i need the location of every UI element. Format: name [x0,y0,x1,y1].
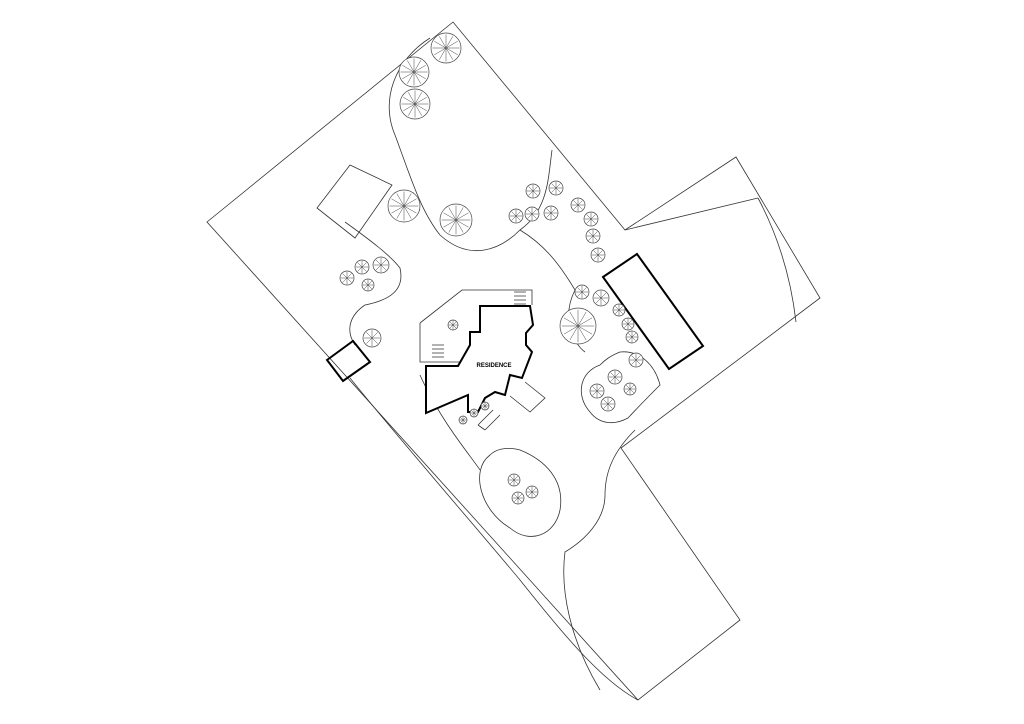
tree-icon [439,203,473,237]
tree-icon [430,32,462,64]
terrace [509,381,546,413]
tree-icon [607,369,623,385]
tree-icon [592,289,610,307]
shed [325,339,372,383]
tree-icon [339,270,355,286]
terrace [477,409,501,431]
tree-icon [589,383,605,399]
tree-icon [628,352,644,368]
steps [432,344,444,358]
tree-icon [625,330,639,344]
tree-icon [621,317,635,331]
tree-icon [623,382,637,396]
tree-icon [480,401,490,411]
tree-icon [508,208,524,224]
tree-icon [447,319,459,331]
tree-icon [469,408,479,418]
tree-icon [361,278,375,292]
tree-icon [585,228,601,244]
outbuilding [316,164,393,239]
parcel-line [624,197,759,231]
residence-label: RESIDENCE [476,363,511,369]
residence-footprint [425,305,535,415]
tree-icon [525,485,539,499]
tree-icon [372,256,390,274]
tree-group [339,32,644,505]
parcel-line [757,197,797,323]
lawn-boundary-lower [563,429,636,691]
tree-icon [458,415,468,425]
tree-icon [398,56,430,88]
terrace [419,289,533,324]
tree-icon [590,247,606,263]
tree-icon [362,328,382,348]
tree-icon [387,189,421,223]
tree-icon [612,303,626,317]
tree-icon [524,206,540,222]
boundary-inner-edge [349,377,639,701]
tree-icon [354,259,370,275]
planting-bed [581,351,661,424]
garage-building [601,252,705,371]
tree-icon [559,307,597,345]
tree-icon [507,473,521,487]
tree-icon [548,180,564,196]
tree-icon [525,183,541,199]
tree-icon [570,197,586,213]
tree-icon [399,88,431,120]
island-bed [479,447,562,537]
tree-icon [511,491,525,505]
tree-icon [574,284,590,300]
terrace [419,323,462,363]
tree-icon [600,396,616,412]
steps [514,291,526,305]
property-boundary [206,21,821,701]
tree-icon [543,205,559,221]
tree-icon [583,211,599,227]
driveway-edge [344,221,402,346]
